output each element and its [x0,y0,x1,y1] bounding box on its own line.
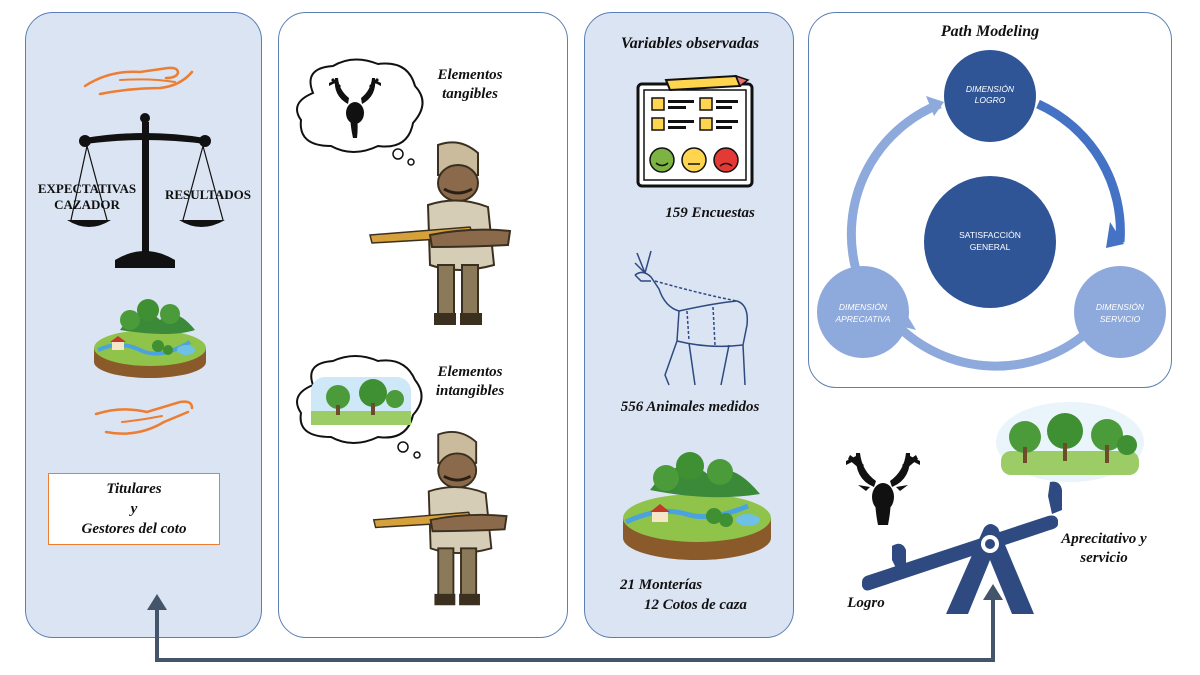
survey-checklist-icon [636,74,754,188]
logro-node-line1: DIMENSIÓN [966,84,1015,94]
ring-arc-apreciativa-logro [846,99,942,272]
bottom-hand-icon [94,400,194,435]
balance-scale-icon [67,113,225,268]
cotos-count: 12 Cotos de caza [644,597,747,613]
observed-variables-title: Variables observadas [620,35,760,52]
top-hand-icon [83,66,194,96]
trees-cloud-icon [996,402,1144,482]
hunter-figure-icon [369,141,512,325]
thought-bubble-deer [296,58,424,166]
node-satisfaccion-general [924,176,1056,308]
managers-line: Gestores del coto [81,521,187,537]
apreciativa-node-line2: APRECIATIVA [834,314,890,324]
center-node-line2: GENERAL [970,242,1011,252]
servicio-node-line2: SERVICIO [1100,314,1141,324]
node-dimension-servicio [1074,266,1166,358]
expectations-label: EXPECTATIVAS CAZADOR [37,181,137,212]
center-node-line1: SATISFACCIÓN [959,230,1021,240]
hunter-figure-2-icon [372,431,508,606]
landscape-island-icon [94,299,206,378]
seesaw-apreciativo-label: Aprecitativo y servicio [1061,531,1147,566]
owners-line: Titulares [106,481,162,497]
owners-managers-box [48,473,220,545]
results-label: RESULTADOS [165,187,251,202]
seesaw-icon [862,481,1062,614]
path-modeling-title: Path Modeling [940,23,1040,40]
apreciativa-node-line1: DIMENSIÓN [839,302,888,312]
intangible-elements-label: Elementos intangibles [435,364,505,399]
node-dimension-apreciativa [817,266,909,358]
deer-head-silhouette-icon [846,453,920,525]
monterias-count: 21 Monterías [620,577,703,593]
ring-arc-logro-servicio [1036,99,1125,243]
surveys-count: 159 Encuestas [665,205,755,221]
node-dimension-logro [944,50,1036,142]
thought-bubble-trees [296,355,423,459]
logro-node-line2: LOGRO [975,95,1006,105]
seesaw-logro-label: Logro [847,595,885,611]
servicio-node-line1: DIMENSIÓN [1096,302,1145,312]
tangible-elements-label: Elementos tangibles [437,67,503,102]
and-line: y [130,501,138,517]
animals-measured-count: 556 Animales medidos [620,399,760,415]
measured-deer-icon [634,250,749,386]
hunting-ground-landscape-icon [623,452,771,560]
ring-arc-servicio-apreciativa [890,318,1096,371]
path-model-diagram: DIMENSIÓN LOGRO SATISFACCIÓN GENERAL DIM… [817,50,1166,371]
